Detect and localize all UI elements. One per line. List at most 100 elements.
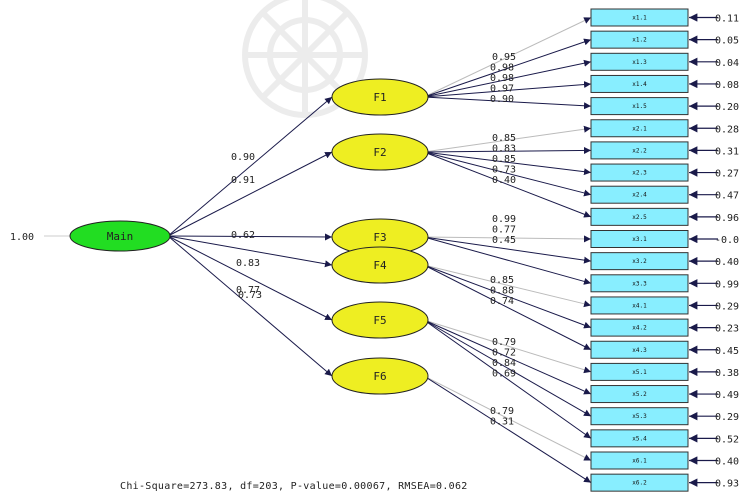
indicator-box [590, 340, 689, 359]
indicator-box [590, 52, 689, 71]
loading-label: 0.31 [490, 417, 514, 428]
error-variance-label: 0.99 [715, 279, 739, 290]
indicator-label: x5.1 [632, 369, 647, 376]
loading-label: 0.40 [492, 175, 516, 186]
factor-label: F6 [373, 370, 386, 383]
indicator-label: x6.2 [632, 480, 647, 487]
error-variance-label: 0.29 [715, 412, 739, 423]
indicator-label: x5.3 [632, 413, 647, 420]
loading-label: 0.79 [490, 406, 514, 417]
indicator-box [590, 163, 689, 182]
error-variance-label: 0.49 [715, 390, 739, 401]
loading-arrow [423, 151, 592, 176]
loading-arrow [423, 38, 592, 98]
loading-label: 0.73 [492, 165, 516, 176]
loading-arrow [423, 17, 592, 98]
main-variance-label: 1.00 [10, 232, 34, 243]
indicator-box [590, 429, 689, 448]
indicator-label: x2.5 [632, 214, 647, 221]
indicator-label: x3.3 [632, 280, 647, 287]
factor-node [331, 301, 429, 339]
loading-label: 0.95 [492, 52, 516, 63]
loading-arrow [423, 264, 592, 308]
structural-path-arrow [167, 235, 333, 377]
factor-node [331, 133, 429, 171]
indicator-box [590, 119, 689, 138]
loading-label: 0.98 [490, 73, 514, 84]
main-latent-label: Main [107, 230, 134, 243]
indicator-label: x1.5 [632, 103, 647, 110]
loading-label: 0.79 [492, 337, 516, 348]
loading-arrow [423, 319, 592, 439]
loading-arrow [423, 59, 592, 98]
indicator-label: x3.2 [632, 258, 647, 265]
loading-arrow [423, 96, 592, 110]
structural-path-arrow [167, 233, 333, 241]
loading-arrow [423, 375, 592, 461]
error-variance-label: 0.45 [715, 346, 739, 357]
structural-path-arrow [167, 235, 333, 321]
indicator-label: x1.4 [632, 81, 647, 88]
loading-arrow [423, 319, 592, 374]
indicator-label: x4.1 [632, 302, 647, 309]
indicator-box [590, 296, 689, 315]
structural-coefficient-label: 0.91 [231, 175, 255, 186]
indicator-box [590, 407, 689, 426]
indicator-box [590, 207, 689, 226]
indicator-box [590, 30, 689, 49]
fit-statistics: Chi-Square=273.83, df=203, P-value=0.000… [120, 481, 468, 492]
indicator-label: x2.1 [632, 125, 647, 132]
loading-label: 0.85 [492, 154, 516, 165]
loading-label: 0.98 [490, 63, 514, 74]
loading-arrow [423, 151, 592, 197]
indicator-box [590, 274, 689, 293]
error-variance-label: 0.28 [715, 124, 739, 135]
loading-label: 0.72 [492, 348, 516, 359]
error-variance-label: 0.40 [715, 257, 739, 268]
loading-arrow [423, 264, 592, 351]
structural-coefficient-label: 0.77 [236, 285, 260, 296]
error-variance-label: 0.52 [715, 434, 739, 445]
loading-arrow [423, 236, 592, 264]
loading-label: 0.88 [490, 286, 514, 297]
indicator-box [590, 252, 689, 271]
structural-path-arrow [167, 96, 333, 237]
indicator-box [590, 141, 689, 160]
indicator-label: x4.2 [632, 325, 647, 332]
loading-arrow [423, 319, 592, 395]
loading-arrow [423, 125, 592, 153]
structural-path-arrow [167, 235, 333, 268]
indicator-label: x1.2 [632, 37, 647, 44]
loading-arrow [423, 375, 592, 484]
indicator-box [590, 473, 689, 492]
error-variance-label: 0.23 [715, 324, 739, 335]
error-variance-label: 0.20 [715, 102, 739, 113]
error-variance-label: 0.05 [715, 36, 739, 47]
indicator-label: x2.3 [632, 170, 647, 177]
indicator-label: x5.4 [632, 435, 647, 442]
factor-label: F1 [373, 91, 386, 104]
structural-coefficient-label: 0.62 [231, 230, 255, 241]
loading-arrow [423, 146, 592, 154]
indicator-box [590, 318, 689, 337]
error-variance-label: 0.31 [715, 146, 739, 157]
loading-label: 0.97 [490, 84, 514, 95]
indicator-label: x2.4 [632, 192, 647, 199]
loading-arrow [423, 151, 592, 218]
indicator-box [590, 451, 689, 470]
error-variance-label: -0.0 [715, 235, 739, 246]
loading-label: 0.85 [492, 133, 516, 144]
error-variance-label: 0.40 [715, 457, 739, 468]
loading-label: 0.45 [492, 235, 516, 246]
indicator-label: x3.1 [632, 236, 647, 243]
indicator-box [590, 362, 689, 381]
error-variance-label: 0.96 [715, 213, 739, 224]
indicator-label: x1.1 [632, 15, 647, 22]
watermark-emblem [242, 0, 368, 118]
loading-label: 0.90 [490, 94, 514, 105]
indicator-box [590, 8, 689, 27]
error-variance-label: 0.47 [715, 191, 739, 202]
error-variance-label: 0.29 [715, 301, 739, 312]
loading-label: 0.85 [490, 275, 514, 286]
